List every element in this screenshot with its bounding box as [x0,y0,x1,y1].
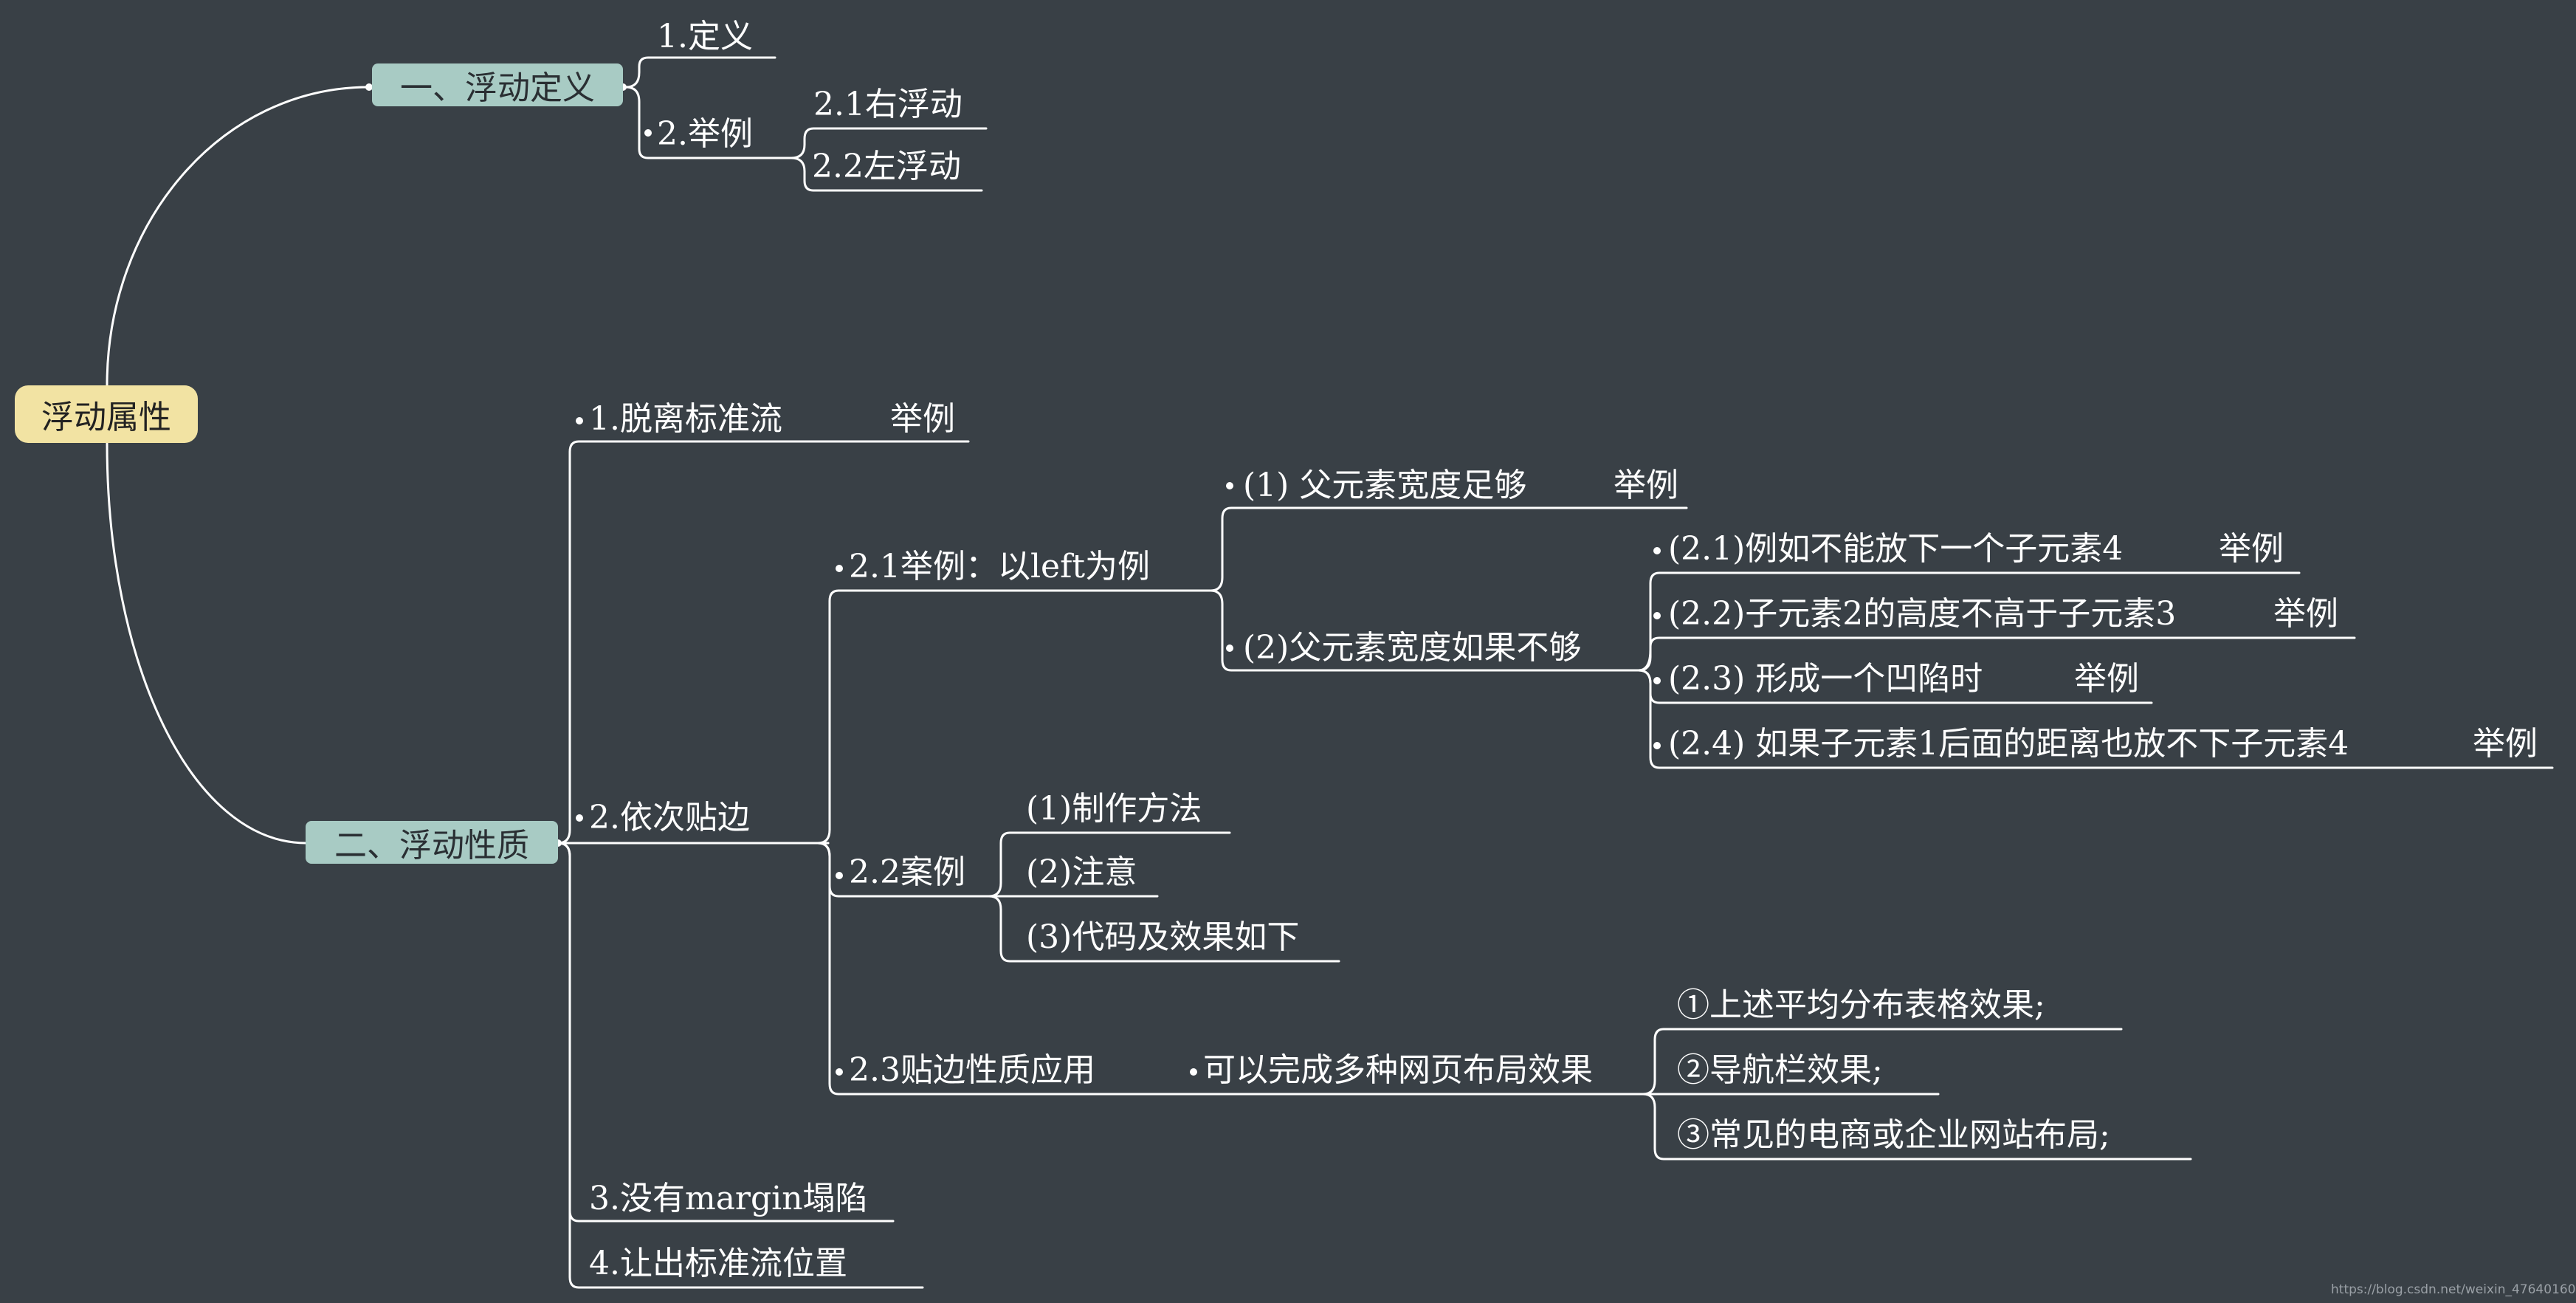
node-effect-layout[interactable]: ③常见的电商或企业网站布局; [1677,1116,2110,1154]
section-float-properties[interactable]: 二、浮动性质 [306,821,558,864]
section-float-definition[interactable]: 一、浮动定义 [372,63,623,107]
node-edge-alignment[interactable]: 2.依次贴边 [589,799,750,836]
node-float-left[interactable]: 2.2左浮动 [812,148,961,185]
node-yield-position[interactable]: 4.让出标准流位置 [589,1245,847,1282]
node-parent-not-wide[interactable]: (2)父元素宽度如果不够 [1243,629,1582,667]
node-example-left[interactable]: 2.1举例：以left为例 [849,548,1151,585]
node-effect-table[interactable]: ①上述平均分布表格效果; [1677,986,2045,1024]
node-make-method[interactable]: (1)制作方法 [1026,790,1202,828]
node-case-study[interactable]: 2.2案例 [849,853,965,891]
root-node[interactable]: 浮动属性 [15,385,198,443]
link-example-p1[interactable]: 举例 [890,400,955,438]
node-layout-effects[interactable]: 可以完成多种网页布局效果 [1203,1051,1593,1089]
node-code-and-result[interactable]: (3)代码及效果如下 [1026,918,1300,956]
node-no-margin-collapse[interactable]: 3.没有margin塌陷 [589,1180,868,1217]
node-case-2-4[interactable]: (2.4) 如果子元素1后面的距离也放不下子元素4 [1668,725,2349,763]
node-example[interactable]: 2.举例 [657,115,753,153]
link-example-2-3[interactable]: 举例 [2074,660,2139,698]
node-parent-wide-enough[interactable]: (1) 父元素宽度足够 [1243,467,1527,504]
node-leave-standard-flow[interactable]: 1.脱离标准流 [589,400,782,438]
link-example-2-1[interactable]: 举例 [2219,530,2284,568]
link-example-2-4[interactable]: 举例 [2473,725,2538,763]
watermark-url: https://blog.csdn.net/weixin_47640160 [2331,1282,2576,1297]
node-case-2-2[interactable]: (2.2)子元素2的高度不高于子元素3 [1668,595,2177,633]
node-edge-application[interactable]: 2.3贴边性质应用 [849,1051,1095,1089]
node-effect-nav[interactable]: ②导航栏效果; [1677,1051,1883,1089]
link-example-2-2[interactable]: 举例 [2273,595,2338,633]
node-float-right[interactable]: 2.1右浮动 [813,86,962,123]
link-example-wide[interactable]: 举例 [1614,467,1678,504]
node-attention[interactable]: (2)注意 [1026,853,1137,891]
node-definition[interactable]: 1.定义 [657,18,753,55]
node-case-2-1[interactable]: (2.1)例如不能放下一个子元素4 [1668,530,2124,568]
node-case-2-3[interactable]: (2.3) 形成一个凹陷时 [1668,660,1983,698]
